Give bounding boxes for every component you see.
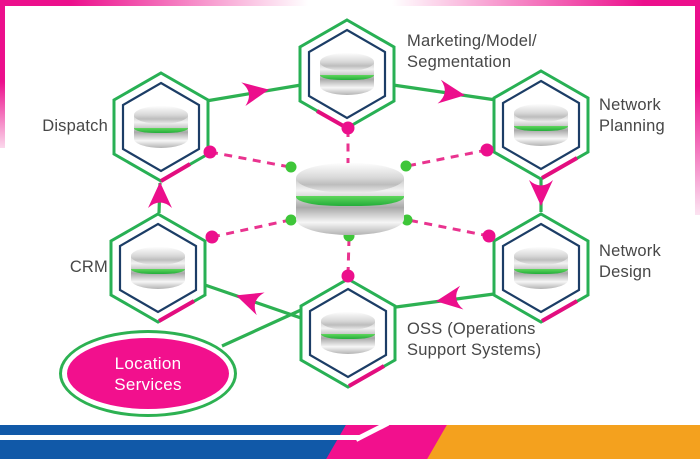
- footer-orange-band: [427, 425, 700, 459]
- database-icon-marketing: [320, 53, 374, 95]
- label-line: Network: [599, 242, 661, 260]
- link-dot-pink: [205, 230, 219, 244]
- database-cap: [296, 163, 404, 194]
- hub-link-dispatch: [209, 150, 291, 169]
- database-cap: [321, 312, 375, 330]
- hub-link-network-design: [407, 218, 490, 238]
- label-line: Segmentation: [407, 53, 512, 71]
- label-network-planning: Network Planning: [599, 95, 665, 137]
- location-services-node: Location Services: [59, 330, 237, 417]
- footer-white-line: [0, 435, 360, 440]
- hexagon-accent-edge: [348, 364, 385, 388]
- flow-dispatch-marketing: [205, 83, 302, 103]
- label-marketing: Marketing/Model/ Segmentation: [407, 31, 537, 73]
- label-line: CRM: [69, 258, 108, 276]
- arrow-icon-dispatch-marketing: [241, 82, 269, 106]
- label-line: Support Systems): [407, 341, 542, 359]
- frame-left-stripe: [0, 0, 5, 148]
- arrow-icon-oss-crm: [236, 292, 265, 316]
- hexagon-accent-edge: [316, 109, 348, 130]
- frame-right-stripe: [695, 0, 700, 215]
- central-database-icon: [296, 163, 404, 235]
- label-line: Location: [114, 353, 182, 373]
- database-icon-network-planning: [514, 104, 568, 146]
- link-dot-green: [285, 161, 297, 173]
- link-dot-pink: [341, 269, 355, 283]
- arrow-icon-marketing-planning: [437, 79, 465, 104]
- label-line: Design: [599, 263, 652, 281]
- location-services-ellipse: Location Services: [67, 338, 229, 409]
- link-dot-pink: [203, 145, 217, 159]
- arrow-icon-planning-design: [529, 180, 553, 206]
- label-line: Network: [599, 96, 661, 114]
- database-icon-dispatch: [134, 106, 188, 148]
- database-cap: [320, 53, 374, 71]
- link-dot-pink: [482, 229, 496, 243]
- database-icon-oss: [321, 312, 375, 354]
- database-icon-crm: [131, 247, 185, 289]
- label-crm: CRM: [30, 257, 108, 278]
- database-cap: [514, 104, 568, 122]
- label-line: OSS (Operations: [407, 320, 536, 338]
- database-icon-network-design: [514, 247, 568, 289]
- hub-link-network-planning: [406, 148, 488, 168]
- label-line: Planning: [599, 117, 665, 135]
- database-cap: [134, 106, 188, 124]
- label-dispatch: Dispatch: [30, 116, 108, 137]
- label-oss: OSS (Operations Support Systems): [407, 319, 541, 361]
- hexagon-accent-edge: [541, 299, 578, 323]
- flow-location-oss: [221, 308, 302, 348]
- label-line: Services: [114, 374, 182, 394]
- flow-marketing-planning: [392, 83, 497, 102]
- arrow-icon-design-oss: [436, 285, 464, 310]
- hexagon-accent-edge: [158, 299, 195, 323]
- hexagon-accent-edge: [541, 156, 578, 180]
- link-dot-pink: [480, 143, 494, 157]
- arrow-icon-crm-dispatch: [148, 182, 172, 208]
- flow-crm-dispatch: [157, 182, 162, 214]
- database-cap: [131, 247, 185, 265]
- hexagon-accent-edge: [159, 162, 192, 183]
- hub-link-crm: [211, 218, 291, 239]
- frame-top-stripe: [0, 0, 700, 6]
- flow-design-oss: [395, 292, 495, 309]
- link-dot-green: [285, 214, 297, 226]
- label-line: Marketing/Model/: [407, 32, 537, 50]
- hub-link-oss: [346, 238, 351, 276]
- database-cap: [514, 247, 568, 265]
- database-green-band: [296, 196, 404, 207]
- flow-oss-crm: [204, 283, 302, 320]
- link-dot-pink: [341, 121, 355, 135]
- label-line: Dispatch: [42, 117, 108, 135]
- label-network-design: Network Design: [599, 241, 661, 283]
